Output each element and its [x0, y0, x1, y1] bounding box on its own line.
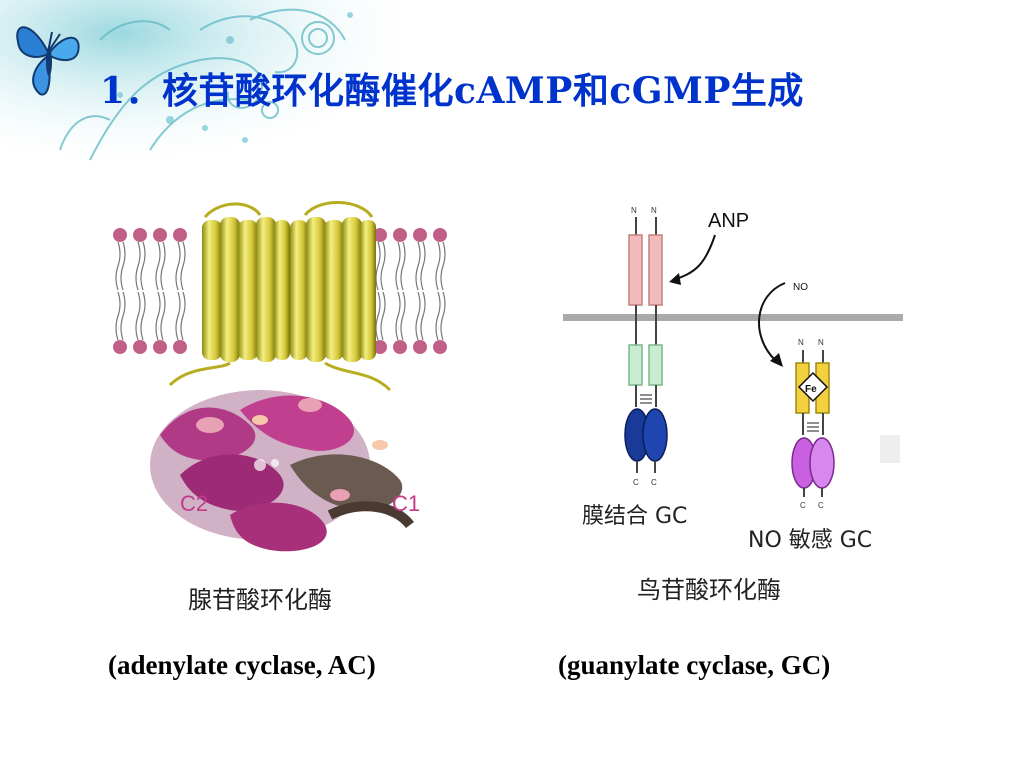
- guanylate-cyclase-figure: ANP N N C C NO: [555, 195, 925, 615]
- ac-structure-diagram: C2 C1: [113, 201, 447, 552]
- c-terminal-label: C: [800, 501, 806, 510]
- butterfly-icon: [16, 26, 80, 96]
- gc-schematic-diagram: ANP N N C C NO: [563, 206, 903, 510]
- n-terminal-label: N: [818, 338, 824, 347]
- heme-iron-icon: [797, 371, 829, 403]
- fe-label: Fe: [805, 384, 817, 395]
- domain-label-c1: C1: [392, 491, 420, 516]
- membrane-gc-label: 膜结合 GC: [582, 504, 688, 529]
- c-terminal-label: C: [651, 478, 657, 487]
- c-terminal-label: C: [818, 501, 824, 510]
- anp-label: ANP: [708, 210, 749, 232]
- n-terminal-label: N: [651, 206, 657, 215]
- plasma-membrane: [563, 314, 903, 321]
- n-terminal-label: N: [798, 338, 804, 347]
- floral-ornament: [0, 0, 400, 170]
- no-arrow: [758, 282, 786, 361]
- anp-arrow: [672, 234, 716, 281]
- lipid-bilayer: [113, 228, 447, 354]
- gc-english-label: (guanylate cyclase, GC): [558, 650, 831, 680]
- soluble-gc: N N Fe C C: [791, 338, 835, 510]
- anp-arrow-head: [669, 273, 681, 285]
- slide-title: 1．核苷酸环化酶催化cAMP和cGMP生成: [100, 70, 804, 112]
- gc-chinese-label: 鸟苷酸环化酶: [637, 576, 781, 604]
- no-arrow-head: [770, 353, 783, 367]
- no-label: NO: [793, 282, 808, 293]
- no-sensitive-gc-label: NO 敏感 GC: [748, 528, 873, 553]
- placeholder-block: [880, 435, 900, 463]
- ac-english-label: (adenylate cyclase, AC): [108, 650, 376, 680]
- domain-label-c2: C2: [180, 491, 208, 516]
- adenylate-cyclase-figure: C2 C1: [110, 195, 470, 615]
- membrane-gc-receptor: N N C C: [624, 206, 668, 487]
- ac-chinese-label: 腺苷酸环化酶: [188, 586, 332, 614]
- catalytic-domains: [150, 390, 414, 552]
- transmembrane-helices: [168, 201, 392, 392]
- extracellular-domain: [628, 234, 643, 306]
- kinase-homology-domain: [628, 344, 643, 386]
- n-terminal-label: N: [631, 206, 637, 215]
- c-terminal-label: C: [633, 478, 639, 487]
